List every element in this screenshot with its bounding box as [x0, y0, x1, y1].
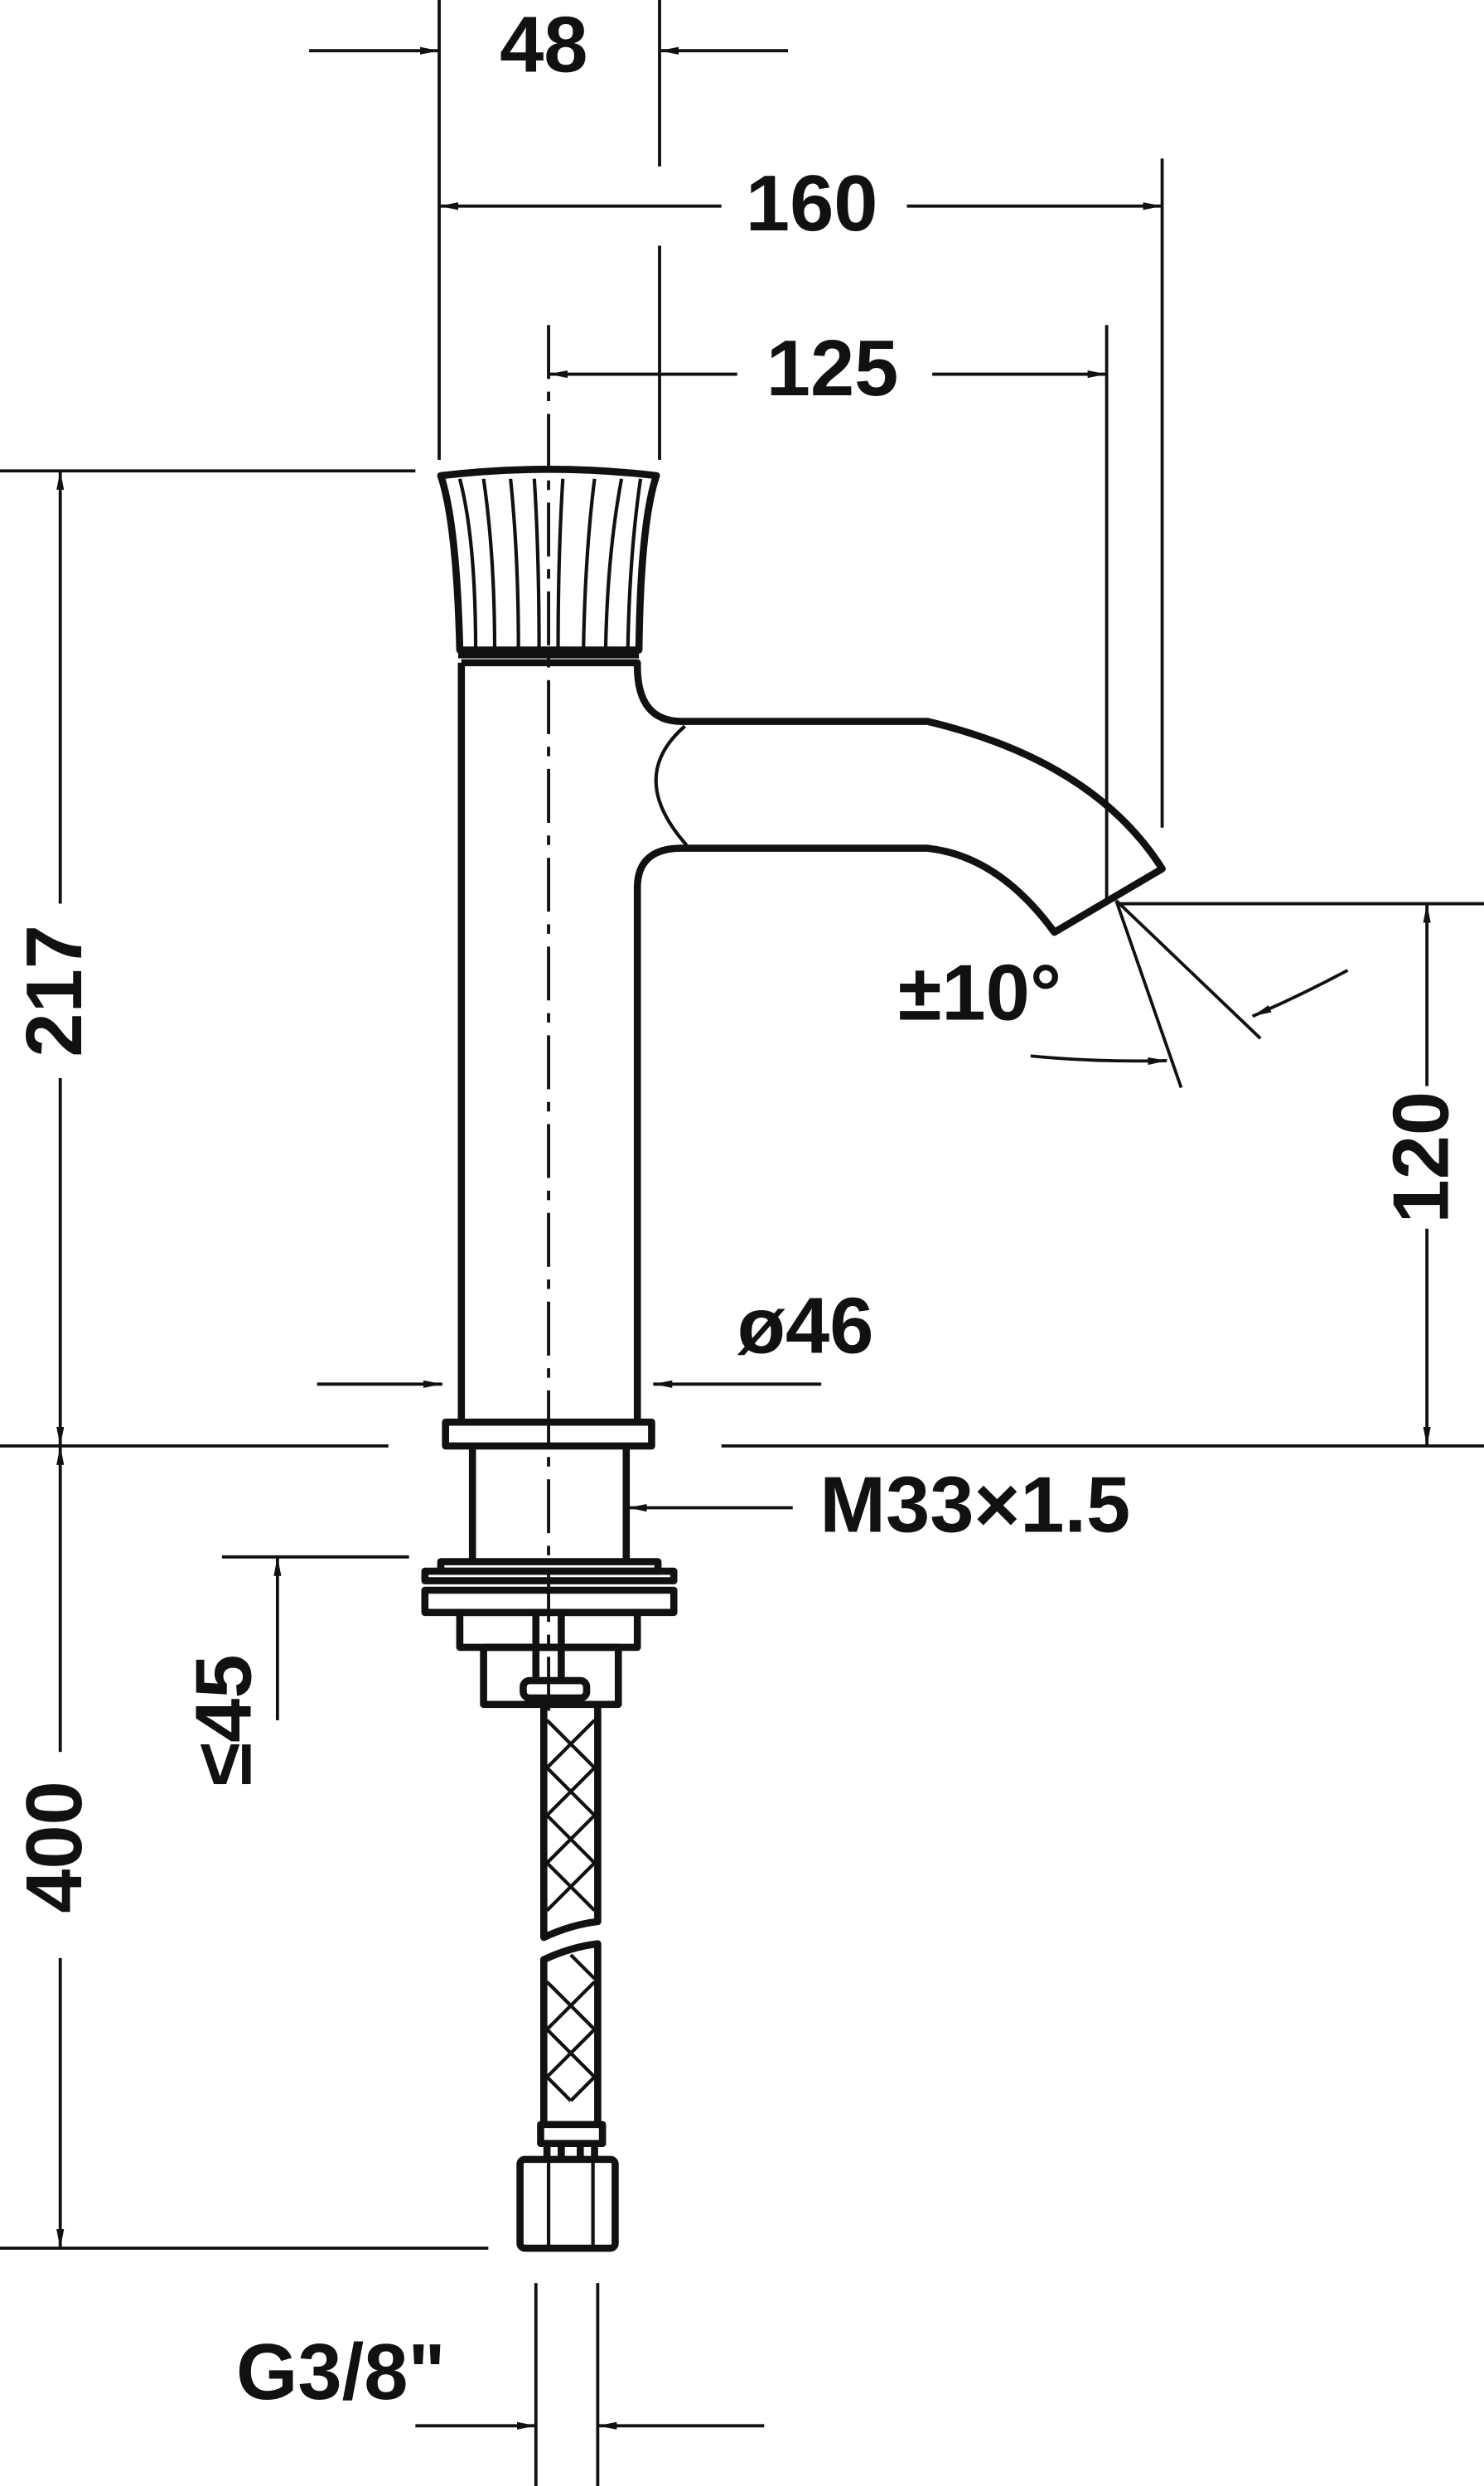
- dim-overall-depth: 160: [746, 159, 878, 248]
- dim-thread: M33×1.5: [819, 1461, 1130, 1550]
- dim-spout-angle: ±10°: [898, 949, 1061, 1037]
- body: [457, 659, 1166, 1420]
- dim-overall-height: 217: [10, 925, 99, 1057]
- faucet: [421, 466, 1166, 2252]
- dim-spout-reach: 125: [766, 324, 899, 413]
- dim-hose-length: 400: [10, 1781, 99, 1913]
- thread-stem: [468, 1445, 631, 1562]
- dim-connection: G3/8": [236, 2328, 446, 2416]
- handle: [437, 466, 660, 654]
- dim-spout-height: 120: [1376, 1091, 1465, 1224]
- dimension-lines: [56, 46, 1431, 2430]
- hose-nut: [516, 2155, 619, 2252]
- braided-hose: [540, 1704, 602, 2125]
- dim-max-deck-thickness: ≤45: [180, 1654, 268, 1786]
- dim-body-diameter: ø46: [737, 1281, 874, 1370]
- base-ring: [442, 1418, 655, 1450]
- dim-handle-width: 48: [500, 0, 587, 89]
